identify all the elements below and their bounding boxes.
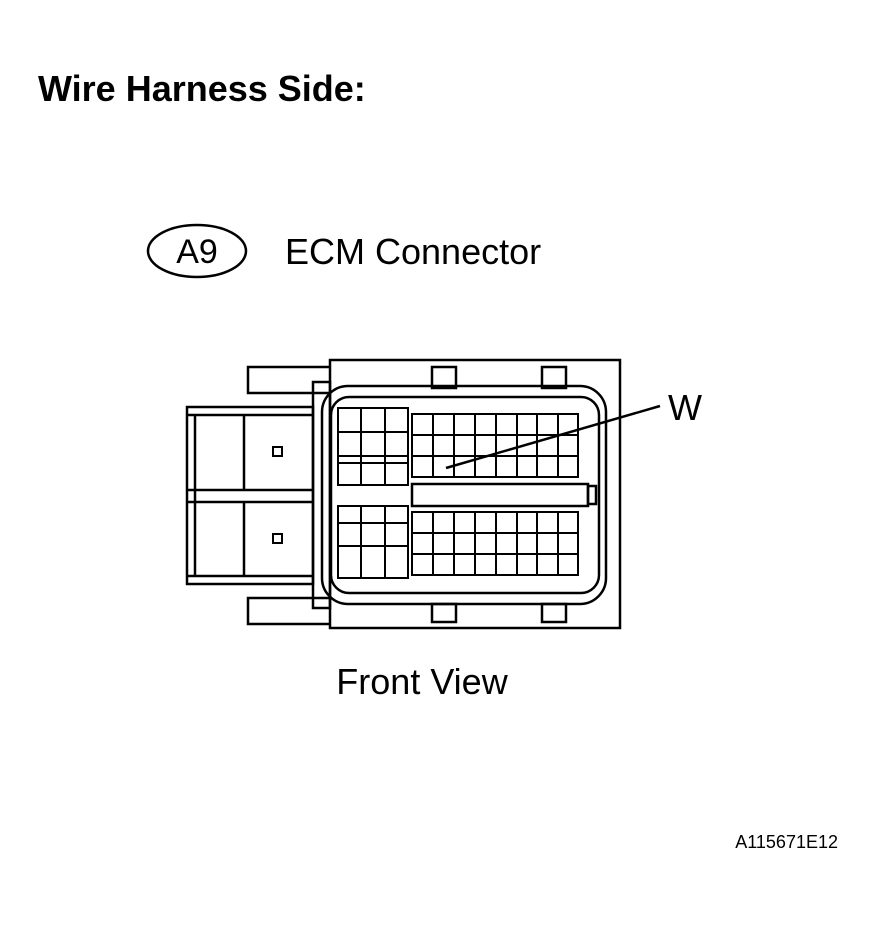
wire-leader-line [445,404,661,470]
terminal-cavities [337,407,579,579]
wire-label: W [668,387,702,428]
reference-code: A115671E12 [735,832,838,852]
connector-name: ECM Connector [285,231,541,272]
connector-code: A9 [176,233,218,271]
connector-code-ellipse [146,223,248,279]
connector-drawing [185,358,622,630]
view-label: Front View [336,661,508,702]
page-heading: Wire Harness Side: [38,68,366,109]
